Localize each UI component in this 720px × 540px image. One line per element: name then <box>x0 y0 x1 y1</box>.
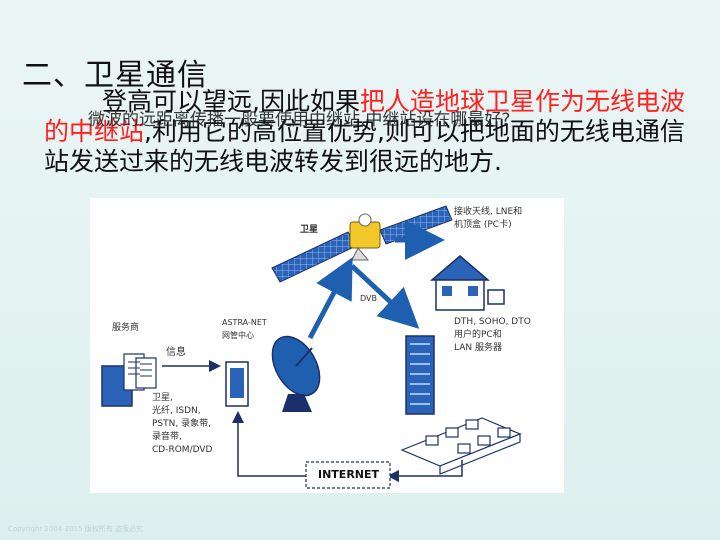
arrow-dvb <box>350 264 420 329</box>
house-icon <box>429 255 505 311</box>
network-center-icon <box>225 361 249 407</box>
provider-label: 服务商 <box>112 323 140 333</box>
satellite-icon <box>271 205 453 283</box>
body-paragraph: 登高可以望远,因此如果把人造地球卫星作为无线电波的中继站,利用它的高位置优势,则… <box>44 87 704 177</box>
body-prefix: 登高可以望远,因此如果 <box>102 87 360 116</box>
arrow-internet-to-center <box>232 411 306 477</box>
internet-label: INTERNET <box>318 468 380 481</box>
center-label: ASTRA-NET 网管中心 <box>222 318 267 340</box>
building-icon <box>405 335 435 415</box>
dish-antenna-icon <box>271 335 321 412</box>
dvb-label: DVB <box>360 294 377 303</box>
office-icon <box>400 417 522 475</box>
copyright-footer: Copyright 2004-2015 版权所有 盗版必究 <box>8 525 144 533</box>
overlay-question: 微波的远距离传播一般要使用中继站,中继站设在哪最好? <box>88 110 511 130</box>
arrow-uplink <box>307 257 353 340</box>
info-label: 信息 <box>166 347 186 358</box>
satellite-label: 卫星 <box>300 225 319 235</box>
users-label: DTH, SOHO, DTO 用户的PC和 LAN 服务器 <box>454 317 531 353</box>
sources-label: 卫星, 光纤, ISDN, PSTN, 录象带, 录音带, CD-ROM/DVD <box>152 393 213 455</box>
arrow-office-to-internet <box>387 460 463 482</box>
satellite-diagram: 卫星 DVB 接收天线, LNE和 机顶盒 (PC卡) DTH, SOHO, D… <box>90 198 564 493</box>
body-suffix: ,利用它的高位置优势,则可以把地面的无线电通信站发送过来的无线电波转发到很远的地… <box>44 117 685 176</box>
slide-title: 二、卫星通信 <box>22 58 208 93</box>
provider-icon <box>101 353 157 407</box>
diagram-graphics <box>101 205 522 489</box>
body-highlight: 把人造地球卫星作为无线电波的中继站 <box>44 87 685 146</box>
internet-box <box>305 461 391 489</box>
receiver-label: 接收天线, LNE和 机顶盒 (PC卡) <box>454 207 523 230</box>
